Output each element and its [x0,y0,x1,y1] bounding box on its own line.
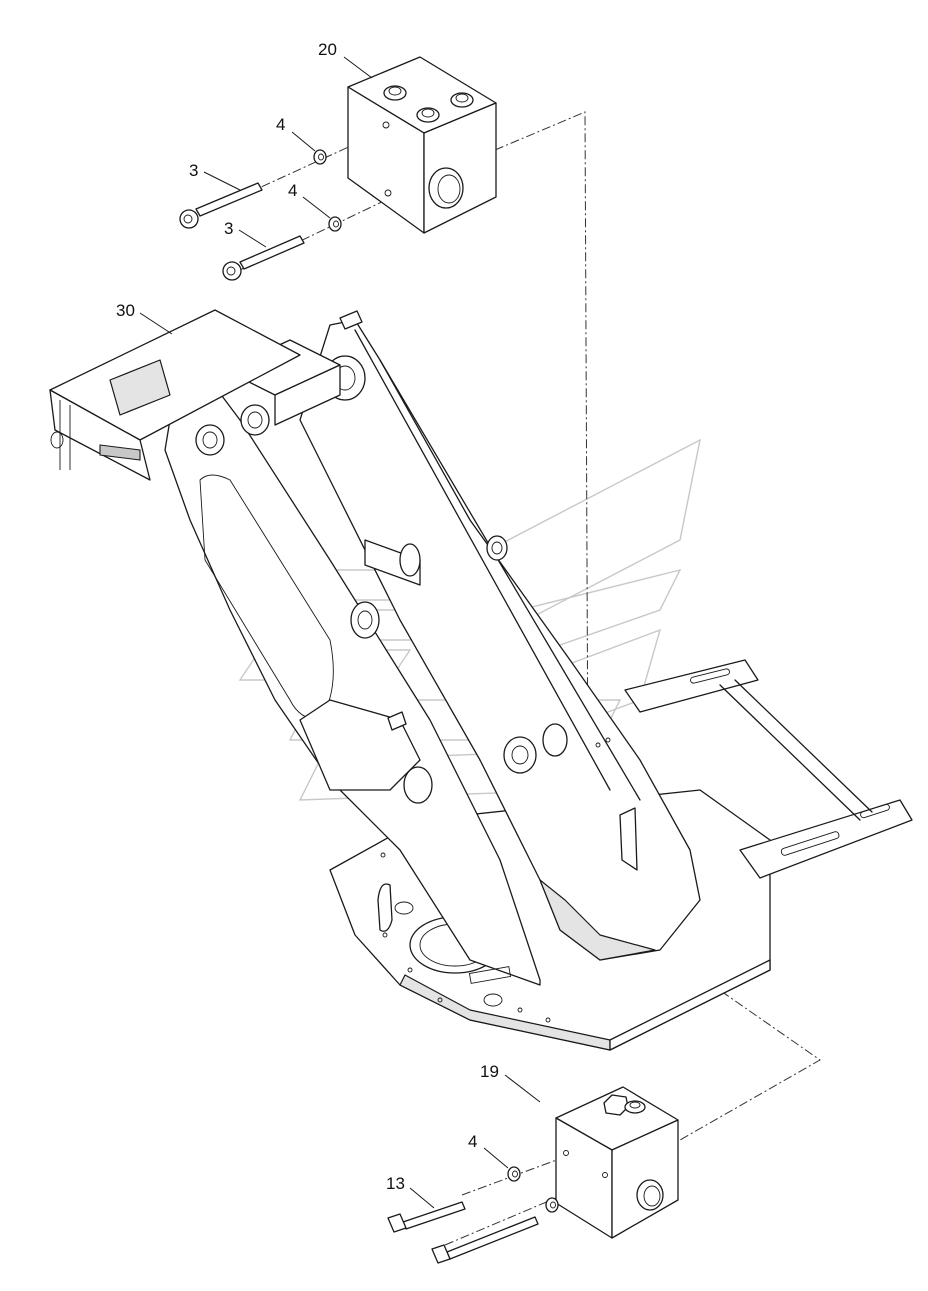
washer-bottom-2[interactable] [545,1197,559,1213]
callout-labels: 20 4 3 4 3 30 19 4 13 [116,40,541,1209]
valve-block-top[interactable] [347,56,497,234]
boom-frame[interactable] [49,309,913,1051]
callout-3-top-2: 3 [224,219,233,238]
callout-13: 13 [386,1174,405,1193]
washer-top-1[interactable] [313,149,327,165]
callout-4-top-2: 4 [288,181,297,200]
washer-bottom[interactable] [507,1166,521,1182]
callout-4-bottom: 4 [468,1132,477,1151]
callout-19: 19 [480,1062,499,1081]
bolt-bottom-2[interactable] [431,1216,539,1264]
pivot-boss-icon [195,355,537,774]
mount-hole-icon [380,737,611,1023]
callout-4-top-1: 4 [276,115,285,134]
valve-block-bottom[interactable] [555,1086,679,1239]
callout-20: 20 [318,40,337,59]
bolt-top-2[interactable] [222,235,305,281]
callout-3-top-1: 3 [189,161,198,180]
bolt-top-1[interactable] [179,182,263,229]
callout-30: 30 [116,301,135,320]
washer-top-2[interactable] [328,216,342,232]
bolt-bottom[interactable] [387,1201,466,1233]
hex-plug-icon [603,1094,646,1116]
port-plug-icon [383,85,474,123]
